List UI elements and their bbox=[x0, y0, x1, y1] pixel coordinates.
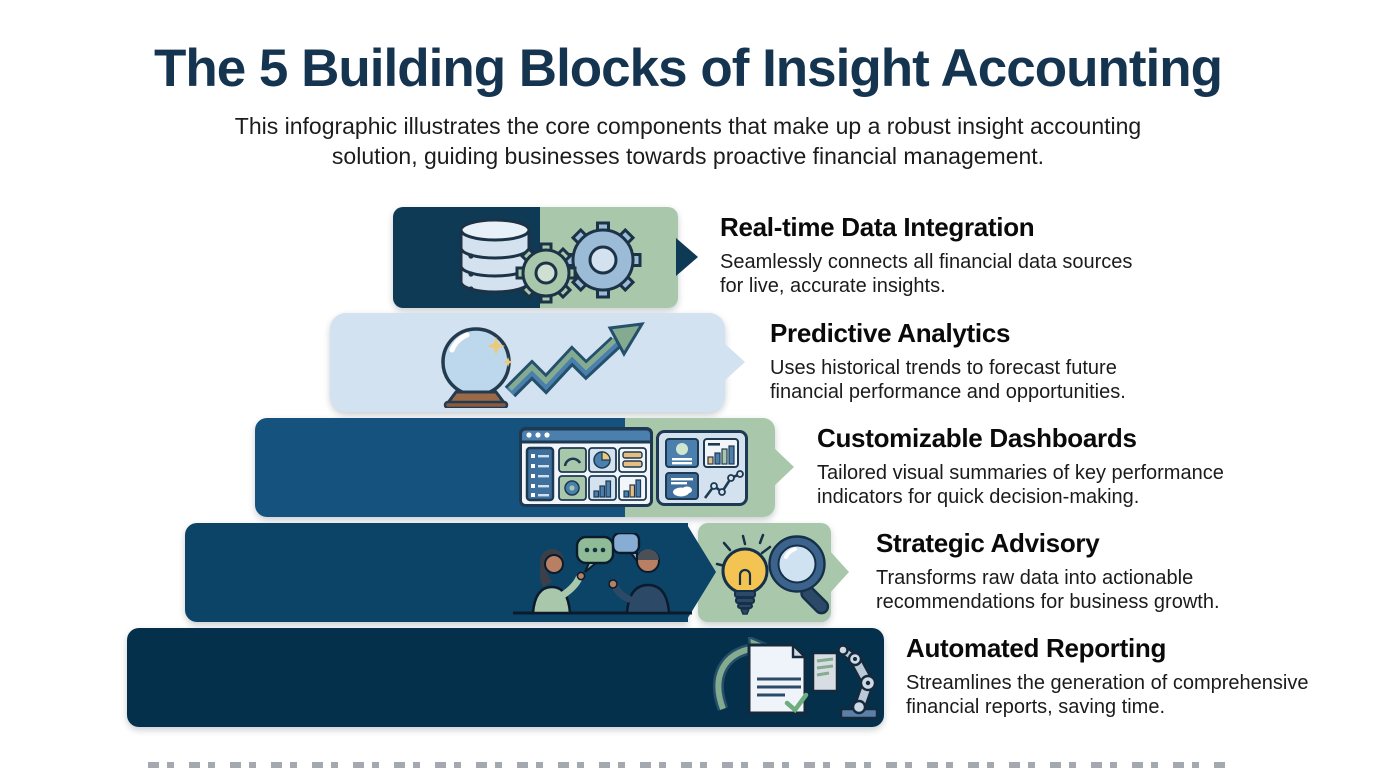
magnifier-icon bbox=[768, 535, 830, 615]
page-subtitle-line1: This infographic illustrates the core co… bbox=[234, 113, 1142, 139]
entry-strategic-advisory: Strategic Advisory Transforms raw data i… bbox=[876, 528, 1220, 614]
block-title: Automated Reporting bbox=[906, 633, 1167, 663]
bar4-navy-chevron bbox=[686, 523, 716, 621]
growth-arrow-icon bbox=[504, 322, 645, 398]
lightbulb-icon bbox=[715, 533, 830, 615]
entry-predictive-analytics: Predictive Analytics Uses historical tre… bbox=[770, 318, 1126, 404]
block-desc-line2: for live, accurate insights. bbox=[720, 275, 946, 297]
document-refresh-icon bbox=[713, 637, 877, 720]
block-desc-line1: Transforms raw data into actionable bbox=[876, 567, 1194, 589]
block-desc-line2: financial reports, saving time. bbox=[906, 696, 1166, 718]
dashboard-window-icon bbox=[519, 427, 653, 507]
block-desc-line2: recommendations for business growth. bbox=[876, 591, 1220, 613]
bar1-arrow-pointer bbox=[676, 238, 698, 276]
crystal-ball-icon bbox=[441, 322, 645, 408]
bar3-arrow-pointer bbox=[773, 447, 794, 487]
block-title: Real-time Data Integration bbox=[720, 212, 1035, 242]
clipped-text-row bbox=[148, 762, 1233, 768]
block-desc-line1: Uses historical trends to forecast futur… bbox=[770, 357, 1117, 379]
block-desc-line1: Streamlines the generation of comprehens… bbox=[906, 672, 1309, 694]
block-title: Strategic Advisory bbox=[876, 528, 1100, 558]
block-desc-line1: Seamlessly connects all financial data s… bbox=[720, 251, 1133, 273]
widgets-panel-icon bbox=[656, 430, 748, 506]
page-subtitle-line2: solution, guiding businesses towards pro… bbox=[331, 143, 1045, 169]
block-desc-line2: indicators for quick decision-making. bbox=[817, 486, 1140, 508]
bar2-arrow-pointer bbox=[723, 342, 745, 382]
block-desc-line2: financial performance and opportunities. bbox=[770, 381, 1126, 403]
entry-automated-reporting: Automated Reporting Streamlines the gene… bbox=[906, 633, 1308, 719]
block-desc-line1: Tailored visual summaries of key perform… bbox=[817, 462, 1224, 484]
database-icon bbox=[459, 218, 642, 304]
block-title: Predictive Analytics bbox=[770, 318, 1011, 348]
entry-customizable-dashboards: Customizable Dashboards Tailored visual … bbox=[817, 423, 1224, 509]
conversation-icon bbox=[513, 533, 692, 615]
block-title: Customizable Dashboards bbox=[817, 423, 1137, 453]
bar4-arrow-pointer bbox=[829, 550, 849, 594]
page-title: The 5 Building Blocks of Insight Account… bbox=[153, 39, 1223, 98]
block-bar-predictive-analytics bbox=[330, 313, 725, 412]
gears-icon bbox=[515, 221, 642, 304]
robot-arm-icon bbox=[837, 644, 877, 720]
entry-real-time-data-integration: Real-time Data Integration Seamlessly co… bbox=[720, 212, 1132, 298]
